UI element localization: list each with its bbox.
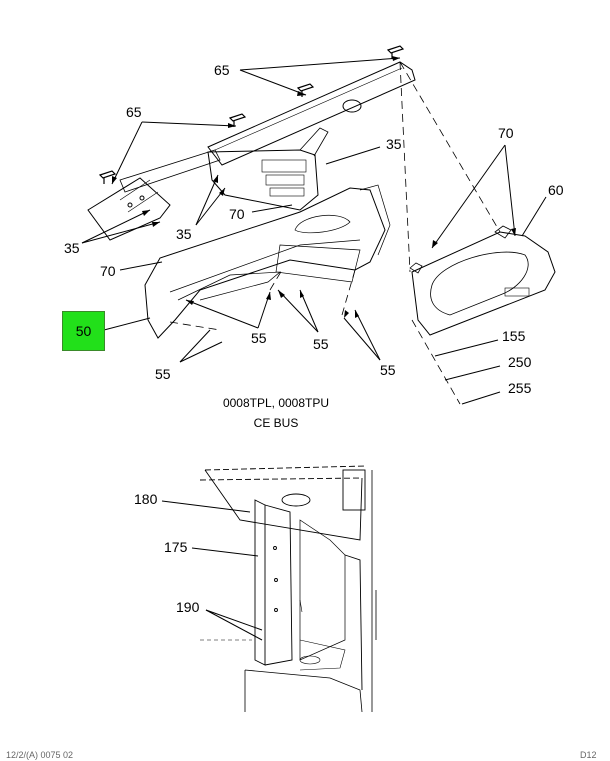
callout-60: 60 <box>548 182 564 198</box>
callout-55-c: 55 <box>155 366 171 382</box>
callout-55-d: 55 <box>380 362 396 378</box>
callout-35-left: 35 <box>64 240 80 256</box>
diagram-caption-bus: CE BUS <box>253 416 299 430</box>
callout-50-highlight[interactable]: 50 <box>62 311 105 351</box>
leader-lines-top <box>81 57 547 405</box>
leader-lines-bottom <box>161 500 263 641</box>
diagram-caption-models: 0008TPL, 0008TPU <box>222 396 330 410</box>
phantom-lines <box>169 61 501 405</box>
glovebox-cover-part <box>409 225 556 336</box>
callout-35-top: 35 <box>386 136 402 152</box>
callout-190: 190 <box>176 599 200 615</box>
callout-250: 250 <box>508 354 532 370</box>
dash-body-part <box>144 184 391 339</box>
cab-structure-drawing <box>199 465 377 713</box>
callout-155: 155 <box>502 328 526 344</box>
callout-175: 175 <box>164 539 188 555</box>
switch-panel-part <box>207 127 329 211</box>
arrowheads-top <box>112 56 516 318</box>
upper-rail-part <box>119 61 416 193</box>
callout-70-left: 70 <box>100 263 116 279</box>
clip-65-parts <box>98 45 405 184</box>
callout-70-right: 70 <box>498 125 514 141</box>
callout-255: 255 <box>508 380 532 396</box>
callout-65-left: 65 <box>126 104 142 120</box>
callout-70-mid: 70 <box>229 206 245 222</box>
callout-55-a: 55 <box>251 330 267 346</box>
callout-180: 180 <box>134 491 158 507</box>
footer-right-code: D12 <box>580 750 597 760</box>
footer-left-code: 12/2/(A) 0075 02 <box>6 750 74 760</box>
callout-55-b: 55 <box>313 336 329 352</box>
callout-35-mid: 35 <box>176 226 192 242</box>
left-bracket-part <box>87 177 171 241</box>
callout-65-top: 65 <box>214 62 230 78</box>
